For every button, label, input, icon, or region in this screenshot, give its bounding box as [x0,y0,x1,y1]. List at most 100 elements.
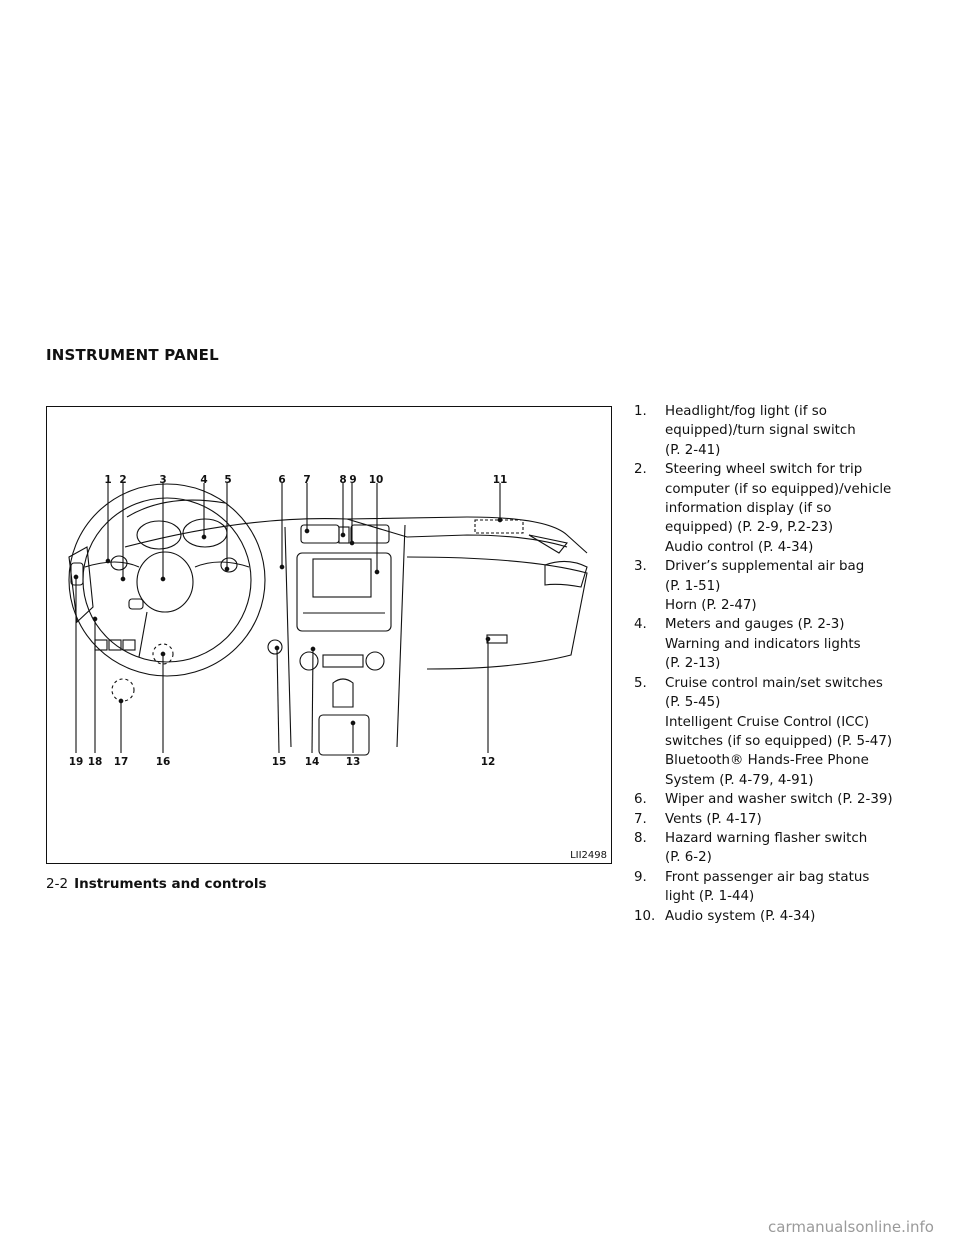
list-item: 6. Wiper and washer switch (P. 2-39) [632,790,950,809]
callout-11: 11 [493,474,508,486]
hazard-switch [338,526,350,544]
list-item: 10. Audio system (P. 4-34) [632,907,950,926]
list-item-number: 8. [634,830,647,846]
wheel-button [128,598,144,610]
passenger-airbag-dashed [474,519,524,534]
climate-buttons [322,654,364,668]
list-item-number: 6. [634,792,647,808]
audio-screen [312,558,372,598]
list-item-line: information display (if so [665,501,832,517]
callout-2: 2 [119,474,126,486]
steering-hub [136,551,194,613]
callout-14: 14 [305,756,320,768]
left-side-panel [68,546,94,624]
callout-17: 17 [114,756,129,768]
list-item-number: 4. [634,617,647,633]
right-vent-top [528,534,568,554]
list-item-line: Meters and gauges (P. 2-3) [665,617,845,633]
list-item-line: Front passenger air bag status [665,869,870,885]
steering-spoke-bottom [138,611,148,658]
callout-9: 9 [349,474,356,486]
steering-spoke-right [194,561,250,568]
list-item-line: System (P. 4-79, 4-91) [665,772,814,788]
section-title: INSTRUMENT PANEL [46,346,219,364]
list-item: 7. Vents (P. 4-17) [632,810,950,829]
start-button [267,639,283,655]
steering-spoke-left [84,561,140,568]
list-item-line: (P. 1-51) [665,578,721,594]
list-item-number: 3. [634,559,647,575]
lower-switch-b [108,639,122,651]
dash-edge [346,518,568,548]
list-item: 3. Driver’s supplemental air bag (P. 1-51)… [632,557,950,615]
list-item-line: equipped) (P. 2-9, P.2-23) [665,520,834,536]
callout-1: 1 [104,474,111,486]
center-console-sides [284,524,406,748]
list-item-line: computer (if so equipped)/vehicle [665,481,892,497]
list-item-line: Vents (P. 4-17) [665,811,762,827]
list-item-line: Bluetooth® Hands-Free Phone [665,753,869,769]
lower-switch-a [94,639,108,651]
callout-5: 5 [224,474,231,486]
instrument-panel-figure: 1 2 3 4 5 6 7 8 9 10 11 19 18 17 16 15 1… [46,406,612,864]
dashed-circle-17 [111,678,135,702]
list-item-line: switches (if so equipped) (P. 5-47) [665,733,893,749]
list-item-number: 10. [634,908,656,924]
meter-left [136,520,182,550]
dashboard-illustration: 1 2 3 4 5 6 7 8 9 10 11 19 18 17 16 15 1… [68,474,588,768]
watermark: carmanualsonline.info [768,1218,934,1236]
steering-wheel-outer [68,483,266,677]
list-item: 1. Headlight/fog light (if so equipped)/tu… [632,402,950,460]
list-item-line: Audio control (P. 4-34) [665,539,814,555]
list-item: 8.Hazard warning flasher switch(P. 6-2) [632,829,950,868]
list-item-line: equipped)/turn signal switch [665,423,856,439]
console-storage [318,714,370,756]
list-item-number: 1. [634,404,647,419]
list-item-line: Headlight/fog light (if so [665,404,827,419]
callout-7: 7 [303,474,310,486]
callout-19: 19 [69,756,84,768]
callout-12: 12 [481,756,496,768]
list-item-number: 5. [634,675,647,691]
list-item-line: Audio system (P. 4-34) [665,908,816,924]
dashed-circle-16 [152,643,174,665]
wheel-switch-right [220,557,238,573]
list-item-line: Intelligent Cruise Control (ICC) [665,714,870,730]
list-item-line: Horn (P. 2-47) [665,598,757,614]
list-item-line: (P. 2-41) [665,442,721,458]
list-item-line: light (P. 1-44) [665,889,755,905]
list-item-line: Cruise control main/set switches [665,675,883,691]
callout-15: 15 [272,756,287,768]
list-item-line: (P. 5-45) [665,695,721,711]
callout-3: 3 [159,474,166,486]
list-item-number: 9. [634,869,647,885]
callout-6: 6 [278,474,285,486]
figure-code: LII2498 [570,850,607,861]
callout-10: 10 [369,474,384,486]
callout-18: 18 [88,756,103,768]
climate-knob-right [365,651,385,671]
wheel-switch-left [110,555,128,571]
page-footer: 2-2 Instruments and controls [46,876,267,892]
callout-leaders [73,483,503,754]
list-item-line: Wiper and washer switch (P. 2-39) [665,792,893,808]
list-item-line: Hazard warning flasher switch [665,830,868,846]
glove-box [406,556,588,670]
list-item-line: Driver’s supplemental air bag [665,559,865,575]
shift-knob [332,678,354,708]
callout-13: 13 [346,756,361,768]
chapter-title: Instruments and controls [74,876,267,892]
list-item: 9. Front passenger air bag status light (P… [632,868,950,907]
list-item-number: 2. [634,462,647,478]
list-item-line: Warning and indicators lights [665,636,861,652]
callout-8: 8 [339,474,346,486]
climate-knob-left [299,651,319,671]
callout-4: 4 [200,474,207,486]
meter-right [182,518,228,548]
right-vent [544,560,588,588]
page-number: 2-2 [46,876,69,892]
center-vent-right [350,524,390,544]
list-item-number: 7. [634,811,647,827]
list-item-line: (P. 2-13) [665,656,721,672]
